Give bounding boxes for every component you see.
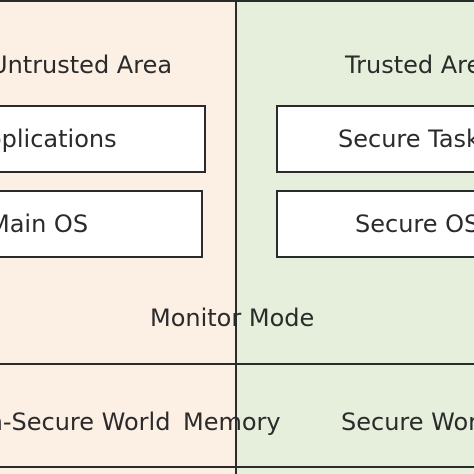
secure-tasks-label: Secure Tasks	[338, 125, 474, 153]
memory-label: Memory	[183, 408, 281, 436]
applications-label: Applications	[0, 125, 117, 153]
bottom-border	[0, 466, 474, 468]
main-os-box: Main OS	[0, 190, 203, 258]
secure-tasks-box: Secure Tasks	[276, 105, 474, 173]
area-divider	[235, 0, 237, 474]
top-border	[0, 0, 474, 2]
main-os-label: Main OS	[0, 210, 89, 238]
untrusted-area-title: Untrusted Area	[0, 51, 173, 79]
trusted-area-title: Trusted Area	[345, 51, 474, 79]
monitor-mode-label: Monitor Mode	[150, 304, 315, 332]
non-secure-world-label: Non-Secure World	[0, 408, 171, 436]
secure-os-label: Secure OS	[355, 210, 474, 238]
secure-world-label: Secure World	[341, 408, 474, 436]
memory-separator	[0, 363, 474, 365]
secure-os-box: Secure OS	[276, 190, 474, 258]
applications-box: Applications	[0, 105, 206, 173]
